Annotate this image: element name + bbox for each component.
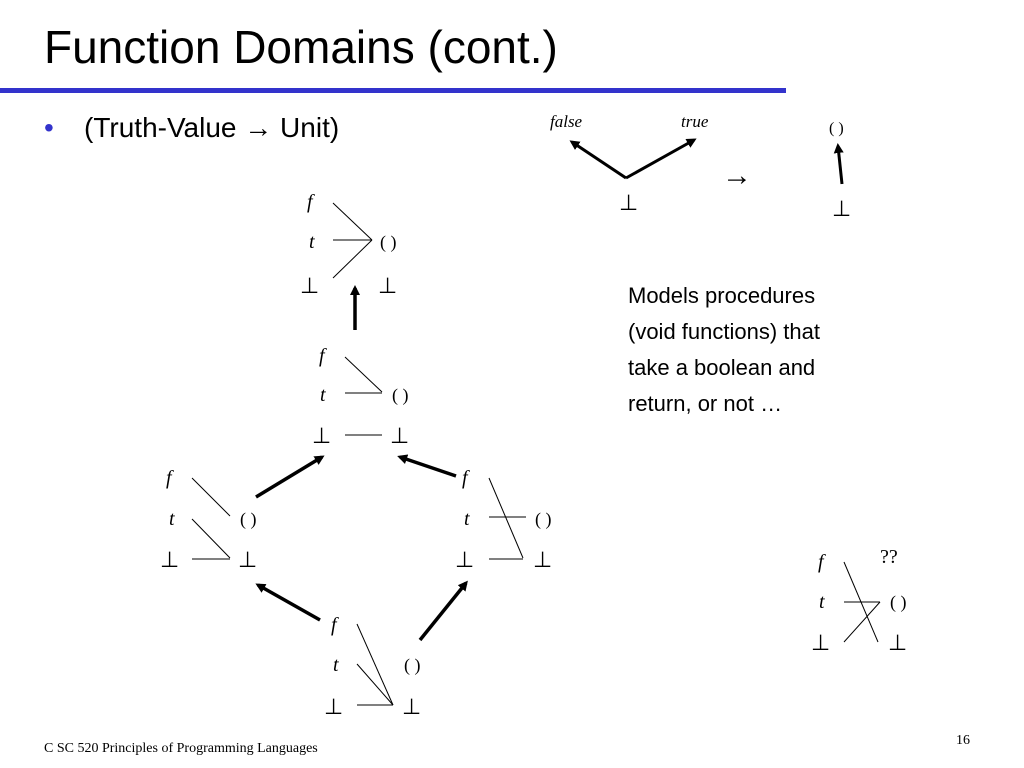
map-line <box>191 518 231 559</box>
function-left: f t ⊥ ( ) ⊥ <box>160 467 257 572</box>
unit-label: ( ) <box>404 655 421 676</box>
true-label: true <box>681 112 709 131</box>
function-right: f t ⊥ ( ) ⊥ <box>455 467 552 572</box>
footer-course: C SC 520 Principles of Programming Langu… <box>44 741 318 756</box>
t-label: t <box>169 508 175 530</box>
mapping-arrow: → <box>722 159 752 192</box>
description-line: take a boolean and <box>628 355 816 380</box>
order-arrow <box>418 580 468 642</box>
t-label: t <box>320 384 326 406</box>
f-label: f <box>166 467 174 489</box>
bottom-label: ⊥ <box>888 630 907 655</box>
unit-domain: ( ) ⊥ <box>829 120 851 221</box>
bottom-label: ⊥ <box>402 694 421 719</box>
codomain-unit: ( ) <box>829 120 844 137</box>
title-rule <box>0 88 786 93</box>
bullet-arrow: → <box>244 112 273 143</box>
order-arrow <box>397 454 457 478</box>
unit-label: ( ) <box>240 509 257 530</box>
edge-bottom-to-unit <box>833 143 844 185</box>
f-label: f <box>319 345 327 367</box>
order-arrow <box>255 455 325 499</box>
map-line <box>191 477 231 517</box>
description-line: (void functions) that <box>628 319 820 344</box>
edge-bottom-to-false <box>569 140 627 180</box>
bottom-label: ⊥ <box>324 694 343 719</box>
edge-bottom-to-true <box>625 138 697 180</box>
f-label: f <box>307 191 315 213</box>
bottom-label: ⊥ <box>160 547 179 572</box>
false-label: false <box>550 112 583 131</box>
f-label: f <box>462 467 470 489</box>
function-top: f t ⊥ ( ) ⊥ <box>300 191 397 298</box>
map-line <box>356 623 394 706</box>
slide-title: Function Domains (cont.) <box>44 21 558 73</box>
question-mark: ?? <box>880 546 898 568</box>
domain-bottom: ⊥ <box>619 190 638 215</box>
function-middle: f t ⊥ ( ) ⊥ <box>312 345 409 448</box>
page-number: 16 <box>956 733 970 748</box>
bottom-label: ⊥ <box>455 547 474 572</box>
bullet-text-before: (Truth-Value <box>84 112 245 143</box>
unit-label: ( ) <box>535 509 552 530</box>
truth-value-domain: false true ⊥ <box>550 112 709 215</box>
map-line <box>488 477 524 559</box>
order-arrow <box>255 583 321 622</box>
map-line <box>332 202 373 241</box>
description-line: return, or not … <box>628 391 783 416</box>
map-line <box>332 239 373 279</box>
bullet-text-after: Unit) <box>272 112 340 143</box>
bottom-label: ⊥ <box>378 273 397 298</box>
bottom-label: ⊥ <box>390 423 409 448</box>
bullet-item: • (Truth-Value → Unit) <box>44 112 339 144</box>
codomain-bottom: ⊥ <box>832 196 851 221</box>
t-label: t <box>333 654 339 676</box>
description-line: Models procedures <box>628 283 816 308</box>
f-label: f <box>331 614 339 636</box>
t-label: t <box>464 508 470 530</box>
bottom-label: ⊥ <box>300 273 319 298</box>
unit-label: ( ) <box>380 232 397 253</box>
unit-label: ( ) <box>890 592 907 613</box>
bottom-label: ⊥ <box>811 630 830 655</box>
unit-label: ( ) <box>392 385 409 406</box>
function-bottom: f t ⊥ ( ) ⊥ <box>324 614 421 719</box>
t-label: t <box>309 231 315 253</box>
f-label: f <box>818 551 826 573</box>
description: Models procedures (void functions) that … <box>628 278 898 422</box>
map-line <box>843 601 881 643</box>
bullet-marker: • <box>44 112 54 143</box>
map-line <box>356 663 394 706</box>
map-line <box>344 356 383 393</box>
bottom-label: ⊥ <box>238 547 257 572</box>
function-non-monotone: ?? f t ⊥ ( ) ⊥ <box>811 546 907 655</box>
bottom-label: ⊥ <box>312 423 331 448</box>
bottom-label: ⊥ <box>533 547 552 572</box>
t-label: t <box>819 591 825 613</box>
